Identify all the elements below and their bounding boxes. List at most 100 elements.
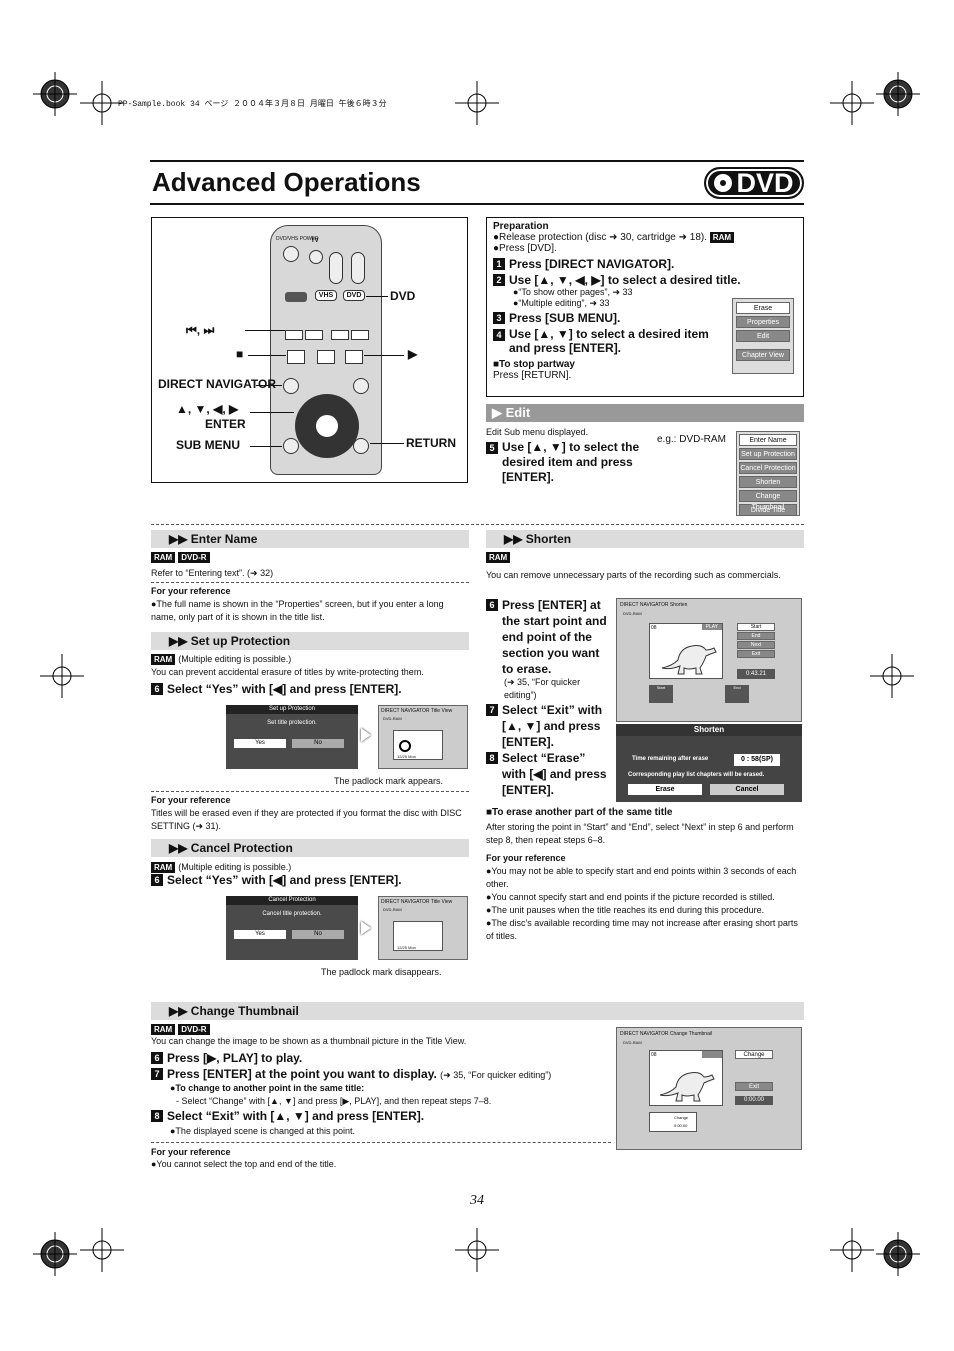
return-button[interactable]	[353, 438, 369, 454]
shorten-ref-3: ●The unit pauses when the title reaches …	[486, 905, 765, 915]
title-rule-top	[150, 160, 804, 162]
shorten-menu-start[interactable]: Start	[737, 623, 775, 631]
menu-shorten[interactable]: Shorten	[739, 476, 797, 488]
prep-item-1: ●Release protection (disc ➜ 30, cartridg…	[493, 232, 708, 243]
shorten-cancel-button[interactable]: Cancel	[710, 784, 784, 795]
setup-no-button[interactable]: No	[292, 739, 344, 748]
setup-ref: Titles will be erased even if they are p…	[151, 808, 462, 831]
play-button[interactable]	[345, 350, 363, 364]
ch-button[interactable]	[329, 252, 343, 284]
cancel-thumb	[393, 921, 443, 951]
shorten-step-6: Press [ENTER] at the start point and end…	[502, 598, 607, 676]
menu-enter-name[interactable]: Enter Name	[739, 434, 797, 446]
enter-button[interactable]	[315, 414, 339, 438]
skip-forward-button[interactable]	[305, 330, 323, 340]
tag-ram-2: RAM	[151, 654, 176, 665]
vhs-button[interactable]: VHS	[315, 290, 337, 301]
step-num-3: 3	[493, 312, 505, 324]
thumb-text: You can change the image to be shown as …	[151, 1036, 467, 1046]
shorten-step-num-8: 8	[486, 752, 498, 764]
power-button[interactable]	[283, 246, 299, 262]
thumb-screen: DIRECT NAVIGATOR Change Thumbnail DVD-RA…	[616, 1027, 802, 1150]
label-arrows: ▲, ▼, ◀, ▶	[176, 402, 239, 416]
rew-button[interactable]	[331, 330, 349, 340]
setup-nav-title: DIRECT NAVIGATOR Title View	[381, 708, 453, 714]
preparation-box: Preparation ●Release protection (disc ➜ …	[486, 217, 804, 397]
cancel-yes-button[interactable]: Yes	[234, 930, 286, 939]
thumb-step-num-8: 8	[151, 1110, 163, 1122]
shorten-bar: ▶▶ Shorten	[486, 530, 804, 548]
menu-change-thumbnail[interactable]: Change Thumbnail	[739, 490, 797, 511]
cancel-dialog-text: Cancel title protection.	[262, 911, 322, 917]
edit-sub: Edit Sub menu displayed.	[486, 427, 589, 437]
remote-power-label: DVD/VHS POWER	[276, 236, 319, 242]
stop-heading: ■To stop partway	[493, 359, 575, 370]
setup-yes-button[interactable]: Yes	[234, 739, 286, 748]
shorten-another-text: After storing the point in “Start” and “…	[486, 822, 794, 845]
shorten-start-label: Start	[656, 685, 666, 690]
pause-button[interactable]	[317, 350, 335, 364]
enter-name-text: Refer to “Entering text”. (➜ 32)	[151, 568, 274, 578]
sub-menu-button[interactable]	[283, 438, 299, 454]
shorten-menu-end[interactable]: End	[737, 632, 775, 640]
step2-note-1: ●“To show other pages”, ➜ 33	[513, 287, 633, 297]
functions-button[interactable]	[353, 378, 369, 394]
crosshair-mark-r	[870, 654, 914, 698]
cancel-bar: ▶▶ Cancel Protection	[151, 839, 469, 857]
menu-erase[interactable]: Erase	[736, 302, 790, 314]
skip-back-button[interactable]	[285, 330, 303, 340]
direct-navigator-button[interactable]	[283, 378, 299, 394]
divider-1	[151, 524, 804, 525]
registration-mark-tl	[33, 72, 77, 116]
shorten-dlg-title: Shorten	[616, 724, 802, 736]
shorten-end-thumb: End	[725, 685, 749, 703]
menu-properties[interactable]: Properties	[736, 316, 790, 328]
thumb-change-button[interactable]: Change	[735, 1050, 773, 1059]
shorten-ref-heading: For your reference	[486, 853, 566, 863]
shorten-ref-4: ●The disc’s available recording time may…	[486, 918, 798, 941]
shorten-text: You can remove unnecessary parts of the …	[486, 570, 781, 580]
output-button[interactable]	[285, 292, 307, 302]
leader-skip	[245, 330, 285, 331]
thumb-sub7-heading: ●To change to another point in the same …	[170, 1083, 365, 1093]
setup-step: Select “Yes” with [◀] and press [ENTER].	[167, 682, 402, 696]
menu-cancel-protection[interactable]: Cancel Protection	[739, 462, 797, 474]
ram-tag: RAM	[709, 232, 735, 243]
dinosaur-icon-2	[659, 1072, 715, 1102]
page-number: 34	[470, 1193, 484, 1208]
menu-edit[interactable]: Edit	[736, 330, 790, 342]
tv-power-button[interactable]	[309, 250, 323, 264]
leader-return	[370, 443, 404, 444]
menu-set-up-protection[interactable]: Set up Protection	[739, 448, 797, 460]
title-rule-bottom	[150, 203, 804, 205]
leader-stop	[248, 355, 286, 356]
crosshair-mark-t3	[830, 81, 874, 125]
step-num-2: 2	[493, 274, 505, 286]
shorten-menu-exit[interactable]: Exit	[737, 650, 775, 658]
shorten-step-7: Select “Exit” with [▲, ▼] and press [ENT…	[502, 703, 603, 749]
setup-nav-sub: DVD-RAM	[383, 716, 402, 721]
pause-icon	[702, 1051, 722, 1058]
stop-button[interactable]	[287, 350, 305, 364]
cancel-step-num: 6	[151, 874, 163, 886]
shorten-menu-next[interactable]: Next	[737, 641, 775, 649]
shorten-erase-button[interactable]: Erase	[628, 784, 702, 795]
cancel-no-button[interactable]: No	[292, 930, 344, 939]
menu-divide-title[interactable]: Divide Title	[739, 504, 797, 516]
step-num-1: 1	[493, 258, 505, 270]
shorten-scr-time: 0:43.21	[737, 669, 775, 679]
setup-bar: ▶▶ Set up Protection	[151, 632, 469, 650]
edit-heading-bar: ▶ Edit	[486, 404, 804, 422]
dvd-button[interactable]: DVD	[343, 290, 365, 301]
menu-chapter-view[interactable]: Chapter View	[736, 349, 790, 361]
thumb-step-num-7: 7	[151, 1068, 163, 1080]
tag-ram-4: RAM	[486, 552, 511, 563]
ff-button[interactable]	[351, 330, 369, 340]
thumb-exit-button[interactable]: Exit	[735, 1082, 773, 1091]
enter-name-ref: ●The full name is shown in the “Properti…	[151, 599, 444, 622]
divider-2	[151, 582, 469, 583]
edit-step: Use [▲, ▼] to select the desired item an…	[502, 440, 640, 484]
leader-direct-navigator	[256, 385, 282, 386]
label-return: RETURN	[406, 436, 456, 450]
volume-button[interactable]	[351, 252, 365, 284]
